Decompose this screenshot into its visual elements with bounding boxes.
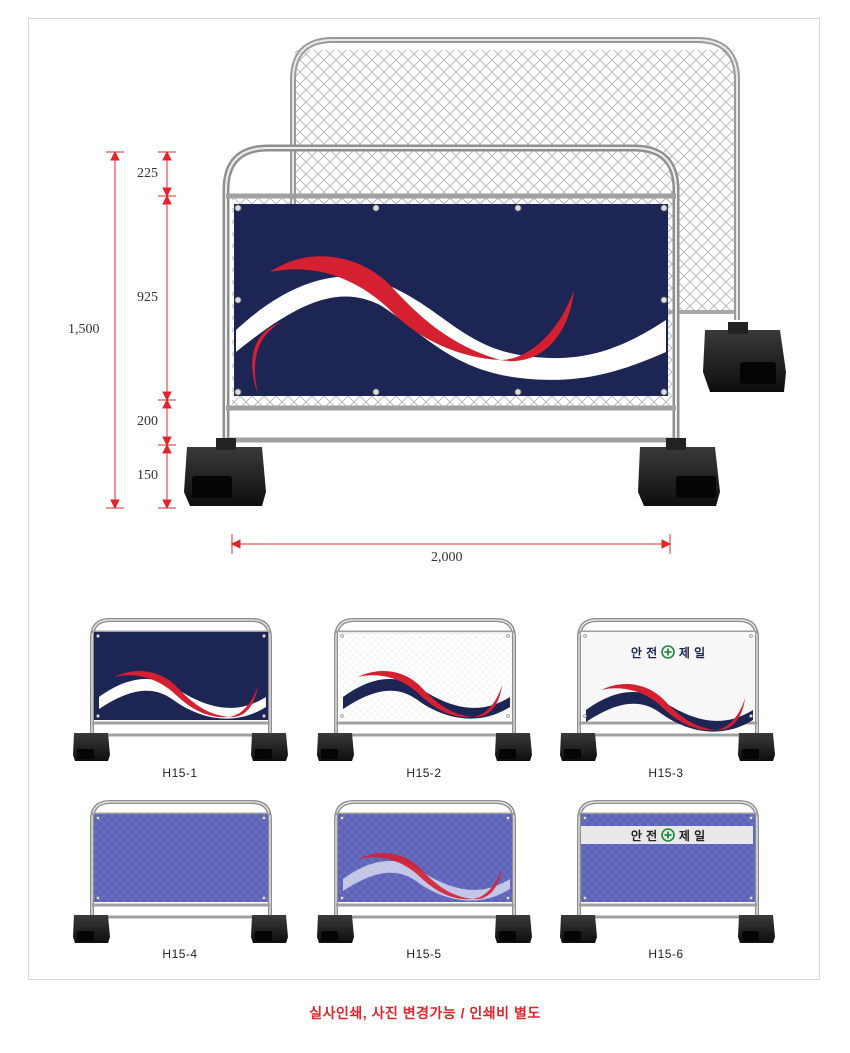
width-label: 2,000 <box>431 550 463 565</box>
safety-cross-icon <box>661 828 675 842</box>
model-label-h15-1: H15-1 <box>162 766 198 780</box>
base-height-label: 150 <box>137 468 158 483</box>
thumbnail-h15-5 <box>317 800 532 943</box>
left-base-block <box>73 915 110 943</box>
model-label-h15-4: H15-4 <box>162 947 198 961</box>
banner-mesh-wave <box>338 814 512 902</box>
model-label-h15-6: H15-6 <box>648 947 684 961</box>
thumbnail-h15-4 <box>73 800 288 943</box>
top-gap-label: 225 <box>137 166 158 181</box>
lower-gap-label: 200 <box>137 414 158 429</box>
banner-height-label: 925 <box>137 290 158 305</box>
left-base-block <box>73 733 110 761</box>
slogan-right-text: 제 일 <box>679 829 705 843</box>
total-height-label: 1,500 <box>68 322 100 337</box>
right-base-block <box>495 915 532 943</box>
banner-mesh-plain <box>94 814 268 902</box>
right-base-block <box>251 733 288 761</box>
right-base-block <box>251 915 288 943</box>
slogan-right-text: 제 일 <box>679 646 705 660</box>
banner-navy-wave <box>94 632 268 720</box>
footer-note: 실사인쇄, 사진 변경가능 / 인쇄비 별도 <box>309 1005 541 1021</box>
banner-white-wave <box>338 632 512 720</box>
left-base-block <box>317 915 354 943</box>
slogan-left-text: 안 전 <box>631 645 657 660</box>
model-label-h15-5: H15-5 <box>406 947 442 961</box>
right-base-block <box>738 733 775 761</box>
right-base-block <box>495 733 532 761</box>
front-fence-panel <box>184 144 720 506</box>
main-banner <box>234 204 668 396</box>
front-right-base-block <box>638 438 720 506</box>
left-base-block <box>560 733 597 761</box>
model-label-h15-3: H15-3 <box>648 766 684 780</box>
safety-cross-icon <box>661 645 675 659</box>
left-base-block <box>560 915 597 943</box>
front-left-base-block <box>184 438 266 506</box>
back-base-block <box>703 322 786 392</box>
model-label-h15-2: H15-2 <box>406 766 442 780</box>
right-base-block <box>738 915 775 943</box>
thumbnail-h15-1 <box>73 618 288 761</box>
left-base-block <box>317 733 354 761</box>
slogan-left-text: 안 전 <box>631 828 657 843</box>
thumbnail-h15-2 <box>317 618 532 761</box>
dimension-lines <box>106 150 672 554</box>
